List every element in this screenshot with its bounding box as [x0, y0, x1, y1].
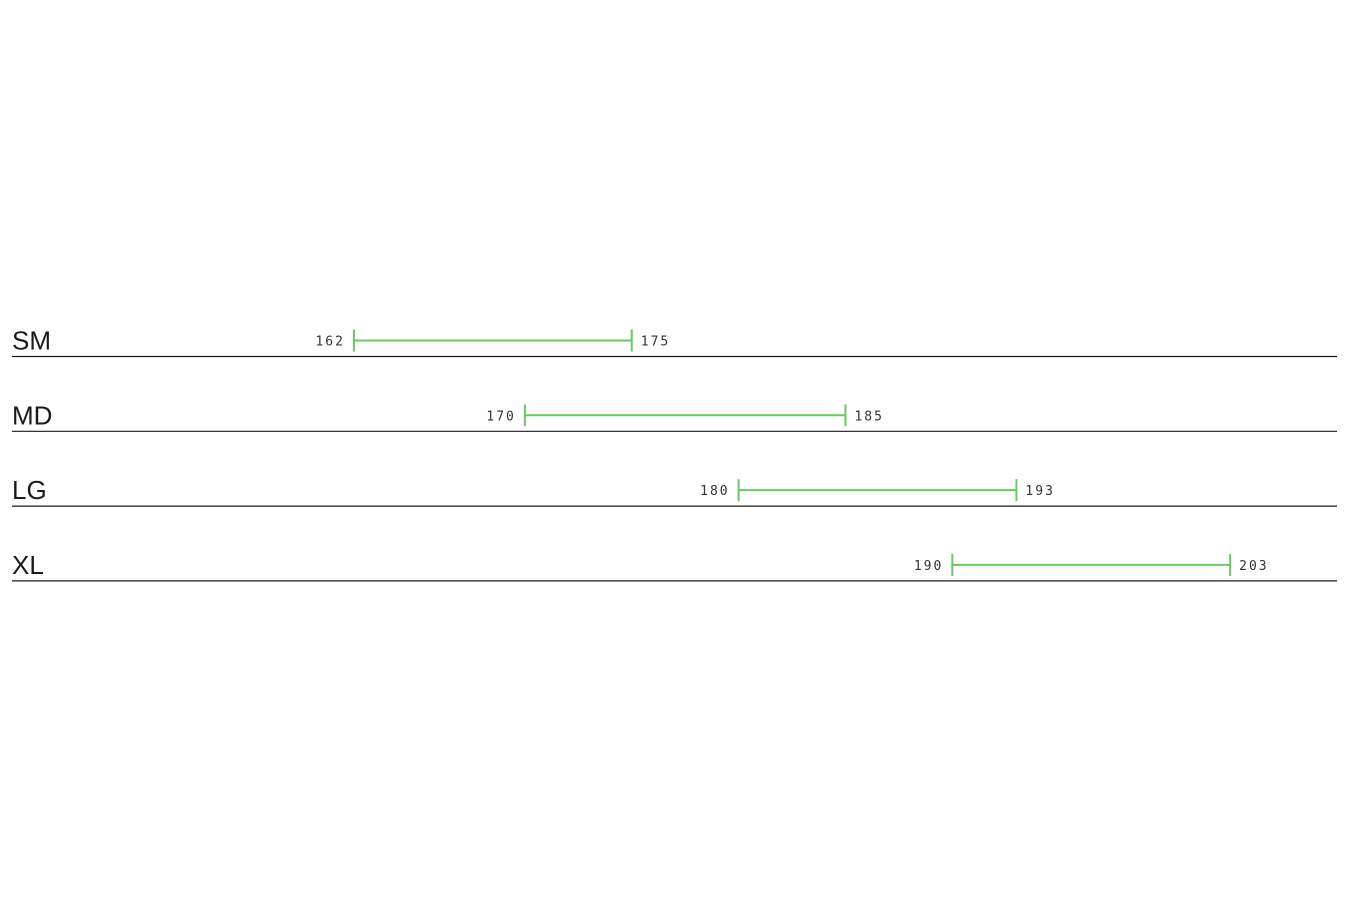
range-min-label-sm: 162	[315, 335, 344, 350]
size-label-sm: SM	[12, 326, 51, 356]
range-min-label-xl: 190	[914, 559, 943, 574]
range-max-label-xl: 203	[1239, 559, 1268, 574]
size-label-md: MD	[12, 400, 52, 430]
range-max-label-md: 185	[854, 409, 883, 424]
range-min-label-lg: 180	[700, 484, 729, 499]
range-min-label-md: 170	[486, 409, 515, 424]
range-max-label-sm: 175	[641, 335, 670, 350]
size-label-xl: XL	[12, 550, 44, 580]
range-max-label-lg: 193	[1025, 484, 1054, 499]
size-label-lg: LG	[12, 475, 47, 505]
